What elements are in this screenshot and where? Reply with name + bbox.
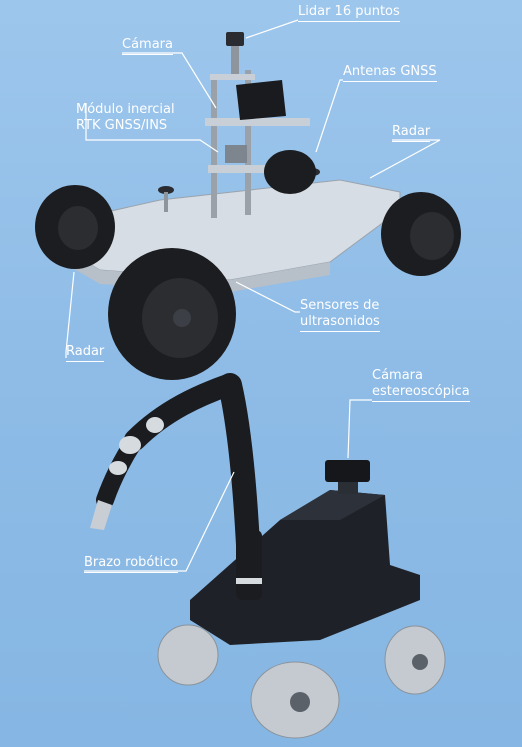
robot-illustration <box>90 373 446 739</box>
rover-wheel-front-right-rim <box>410 212 454 260</box>
robot-body-top <box>280 490 385 520</box>
rover-mast-right <box>245 70 251 215</box>
mecanum-wheel-back-left <box>157 624 219 686</box>
label-radar-left: Radar <box>66 344 105 362</box>
label-modulo-line2: RTK GNSS/INS <box>76 118 168 133</box>
rover-mast-top <box>210 74 255 80</box>
label-brazo-robotico: Brazo robótico <box>84 555 179 573</box>
robot-arm-joint-1 <box>119 436 141 454</box>
rover-mast-left <box>211 78 217 218</box>
lidar-mount <box>231 46 239 74</box>
label-estereo-line2: estereoscópica <box>372 384 470 402</box>
mecanum-wheel-front-left-hub <box>290 692 310 712</box>
leader-lidar <box>245 19 299 39</box>
robot-arm-base-ring <box>236 578 262 584</box>
label-camara-estereoscopica: Cámara estereoscópica <box>372 368 470 402</box>
label-modulo-line1: Módulo inercial <box>76 102 175 117</box>
mecanum-wheel-back-right-hub <box>412 654 428 670</box>
robot-arm-upper <box>218 373 260 557</box>
label-radar-top: Radar <box>392 124 431 142</box>
robot-gripper <box>90 500 112 530</box>
leader-radar-left <box>65 271 75 358</box>
label-camara: Cámara <box>122 37 173 55</box>
rover-laptop-screen <box>236 80 286 120</box>
gnss-antenna-left-post <box>164 192 168 212</box>
robot-arm-joint-3 <box>109 461 127 475</box>
leader-estereo <box>347 399 372 459</box>
leader-antenas <box>315 79 343 153</box>
label-lidar: Lidar 16 puntos <box>298 4 400 22</box>
rover-mast-shelf-1 <box>205 118 310 126</box>
label-sensores-line1: Sensores de <box>300 298 380 313</box>
stereo-camera-mount <box>338 482 358 494</box>
gnss-antenna-left <box>158 186 174 194</box>
rover-camera <box>225 145 247 163</box>
rover-mast-shelf-2 <box>208 165 288 173</box>
label-antenas-gnss: Antenas GNSS <box>343 64 437 82</box>
leader-lines <box>65 19 441 572</box>
lidar-device <box>226 32 244 46</box>
rover-wheel-front-left-hub <box>173 309 191 327</box>
rover-wheel-back-left-rim <box>58 206 98 250</box>
rover-wheel-back-right <box>264 150 316 194</box>
leader-radar-top <box>369 139 441 179</box>
label-modulo-inercial: Módulo inercial RTK GNSS/INS <box>76 102 175 134</box>
label-sensores-ultrasonidos: Sensores de ultrasonidos <box>300 298 380 332</box>
robot-body <box>190 490 420 645</box>
leader-modulo <box>85 103 219 153</box>
stereo-camera <box>325 460 370 482</box>
leader-camara <box>122 52 217 109</box>
label-estereo-line1: Cámara <box>372 368 423 383</box>
leader-sensores <box>235 281 300 313</box>
robot-arm-lower <box>124 374 239 451</box>
rover-illustration <box>35 32 461 380</box>
robot-arm-joint-2 <box>146 417 164 433</box>
label-sensores-line2: ultrasonidos <box>300 314 380 332</box>
leader-brazo <box>84 471 235 572</box>
robot-arm-base <box>236 530 262 600</box>
